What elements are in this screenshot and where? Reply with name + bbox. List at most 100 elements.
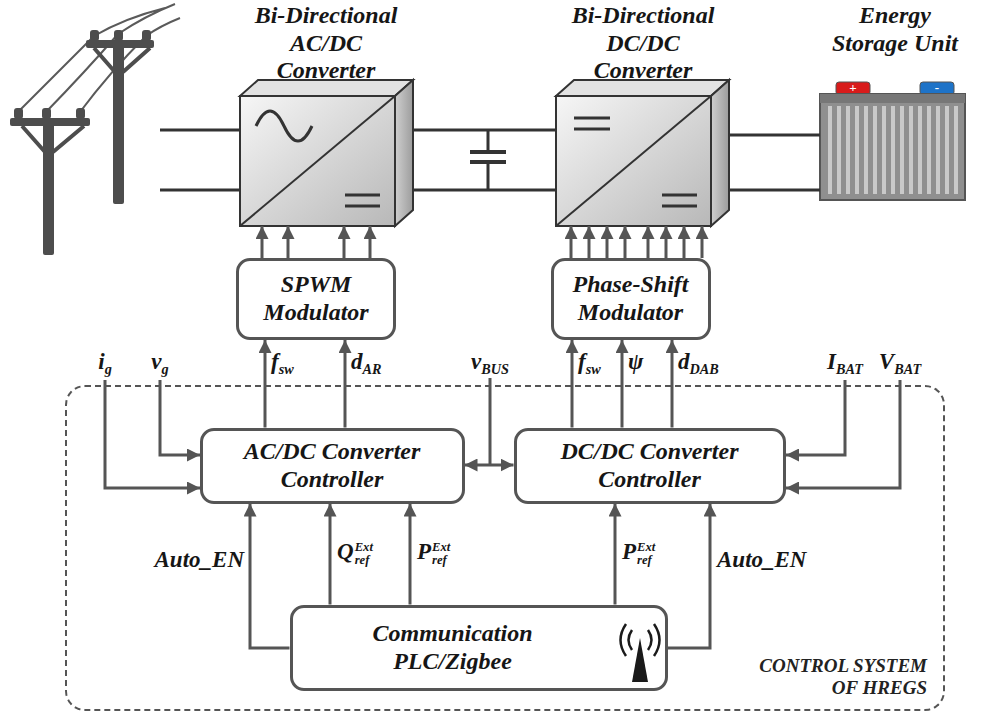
symbol-main: i	[98, 349, 104, 374]
battery-block: Energy Storage Unit	[820, 2, 970, 200]
power-pole	[10, 4, 180, 255]
pole	[113, 42, 124, 204]
symbol-subscript: BAT	[836, 361, 863, 377]
signal-name: fsw	[578, 349, 601, 374]
converter-block-art	[240, 80, 413, 226]
symbol-main: d	[351, 349, 363, 374]
box-label: Phase-Shift Modulator	[566, 271, 696, 326]
power-line	[730, 134, 820, 137]
controller-box: AC/DC Converter Controller	[200, 428, 465, 504]
signal-arrow	[671, 340, 674, 428]
signal-arrow	[343, 226, 346, 258]
box-label: AC/DC Converter Controller	[225, 438, 440, 493]
symbol-superscript: Ext	[637, 541, 655, 554]
modulator-box: Phase-Shift Modulator	[551, 258, 711, 340]
symbol-subscript: sw	[586, 361, 601, 377]
communication-box: Communication PLC/Zigbee	[290, 605, 668, 691]
symbol-indices: refExt	[432, 541, 450, 566]
signal-arrow	[647, 226, 650, 258]
block-heading: Energy Storage Unit	[823, 2, 968, 57]
signal-arrow	[606, 226, 609, 258]
terminal-sign: -	[935, 81, 939, 95]
symbol-main: P	[417, 539, 431, 564]
crossarm	[10, 118, 90, 126]
box-label: Communication PLC/Zigbee	[363, 620, 543, 675]
symbol-subscript: ref	[355, 554, 373, 567]
signal-arrow	[465, 464, 514, 467]
block-heading: Bi-Directional AC/DC Converter	[238, 2, 414, 85]
symbol-subscript: BUS	[481, 361, 509, 377]
signal-arrow	[329, 504, 332, 605]
signal-arrow	[588, 226, 591, 258]
symbol-superscript: Ext	[432, 541, 450, 554]
symbol-subscript: g	[105, 361, 112, 377]
signal-wire	[160, 380, 200, 455]
symbol-subscript: g	[162, 361, 169, 377]
symbol-main: d	[678, 349, 690, 374]
region-label: CONTROL SYSTEM OF HREGS	[737, 655, 927, 699]
box-label: DC/DC Converter Controller	[542, 438, 757, 493]
signal-arrow	[701, 226, 704, 258]
symbol-subscript: BAT	[894, 361, 921, 377]
signal-arrow	[683, 226, 686, 258]
symbol-indices: refExt	[637, 541, 655, 566]
signal-wire	[786, 380, 845, 455]
signal-arrow	[570, 226, 573, 258]
crossarm	[86, 40, 154, 48]
pole-wires	[18, 4, 180, 112]
signal-arrow	[264, 340, 267, 428]
signal-arrow	[261, 226, 264, 258]
terminal-sign: +	[849, 81, 856, 95]
signal-name: vg	[151, 349, 168, 374]
signal-arrow	[287, 226, 290, 258]
symbol-main: I	[827, 349, 836, 374]
signal-name: IBAT	[827, 349, 863, 374]
symbol-main: v	[151, 349, 161, 374]
symbol-main: f	[578, 349, 586, 374]
symbol-main: f	[271, 349, 279, 374]
converter-block: Bi-Directional DC/DC Converter	[556, 2, 730, 226]
symbol-indices: refExt	[355, 541, 373, 566]
signal-arrow	[614, 504, 617, 605]
symbol-main: v	[471, 349, 481, 374]
signal-arrow	[668, 504, 711, 649]
signal-arrow	[571, 340, 574, 428]
signal-wire	[786, 380, 900, 488]
symbol-subscript: DAB	[690, 361, 719, 377]
symbol-main: V	[879, 349, 894, 374]
pole	[43, 120, 54, 255]
signal-arrow	[621, 340, 624, 428]
signal-name: fsw	[271, 349, 294, 374]
signal-arrow	[369, 226, 372, 258]
power-line	[414, 129, 556, 132]
signal-name: ψ	[628, 349, 643, 374]
controller-box: DC/DC Converter Controller	[514, 428, 786, 504]
power-line	[414, 189, 556, 192]
signal-arrow	[344, 340, 347, 428]
block-heading: Bi-Directional DC/DC Converter	[556, 2, 730, 85]
symbol-subscript: AR	[363, 361, 382, 377]
symbol-subscript: ref	[432, 554, 450, 567]
signal-name: dDAB	[678, 349, 719, 374]
signal-arrow	[624, 226, 627, 258]
symbol-subscript: ref	[637, 554, 655, 567]
signal-name: PrefExt	[622, 539, 655, 566]
signal-name: vBUS	[471, 349, 509, 374]
symbol-subscript: sw	[279, 361, 294, 377]
modulator-box: SPWM Modulator	[236, 258, 396, 340]
signal-arrow	[665, 226, 668, 258]
grid-wire	[160, 130, 240, 190]
signal-wire	[105, 380, 200, 488]
signal-arrow	[409, 504, 412, 605]
signal-name: QrefExt	[337, 539, 373, 566]
bus-sense-wire	[489, 378, 492, 465]
symbol-main: P	[622, 539, 636, 564]
signal-arrow	[250, 504, 290, 649]
signal-name: dAR	[351, 349, 382, 374]
converter-block: Bi-Directional AC/DC Converter	[238, 2, 414, 226]
signal-name: PrefExt	[417, 539, 450, 566]
signal-name: Auto_EN	[717, 547, 806, 572]
converter-block-art	[556, 80, 729, 226]
